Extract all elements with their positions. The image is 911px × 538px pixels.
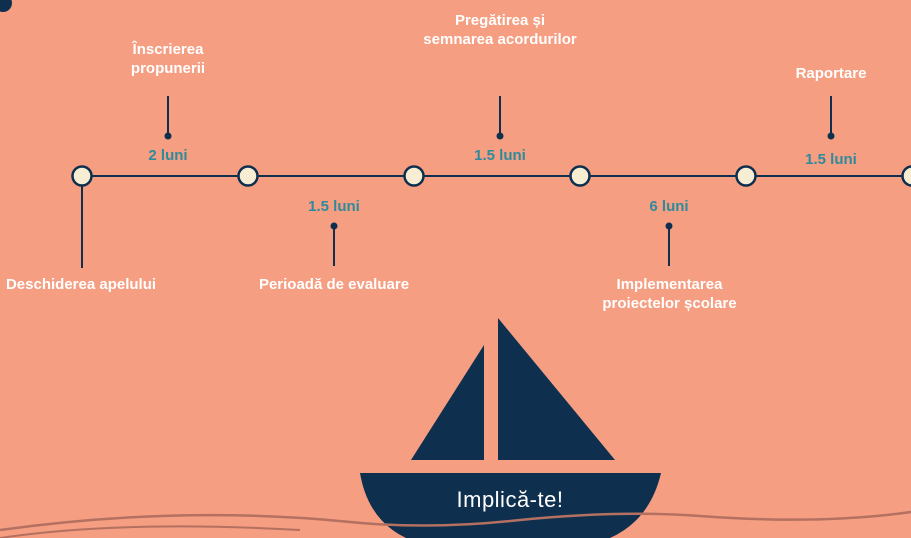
wave-line <box>0 510 911 532</box>
timeline-node <box>901 165 911 187</box>
milestone-label-deschiderea: Deschiderea apelului <box>5 276 157 293</box>
timeline-node <box>403 165 425 187</box>
duration-label: 2 luni <box>148 147 188 164</box>
duration-label: 1.5 luni <box>474 147 526 164</box>
connector-dot-raportare <box>827 132 835 140</box>
milestone-label-pregatirea: Pregătirea și semnarea acordurilor <box>423 12 577 48</box>
boat-small-sail-icon <box>411 345 484 460</box>
wave-line <box>0 525 301 538</box>
connector-dot-pregatirea <box>496 132 504 140</box>
boat-large-sail-icon <box>498 318 615 460</box>
milestone-label-implementarea: Implementarea proiectelor școlare <box>602 276 737 312</box>
connector-dot-evaluare <box>330 222 338 230</box>
cta-text: Implică-te! <box>456 487 564 512</box>
connector-dot-inscrierea <box>164 132 172 140</box>
milestone-label-raportare: Raportare <box>795 65 867 82</box>
timeline-node <box>71 165 93 187</box>
corner-dot-icon <box>0 0 12 12</box>
milestone-label-inscrierea: Înscrierea propunerii <box>130 41 206 77</box>
timeline-node <box>569 165 591 187</box>
duration-label: 6 luni <box>649 198 689 215</box>
duration-label: 1.5 luni <box>308 198 360 215</box>
milestone-label-evaluare: Perioadă de evaluare <box>258 276 410 293</box>
timeline-node <box>735 165 757 187</box>
duration-label: 1.5 luni <box>805 151 857 168</box>
timeline-node <box>237 165 259 187</box>
connector-dot-implementarea <box>665 222 673 230</box>
boat-hull-icon <box>360 473 661 538</box>
